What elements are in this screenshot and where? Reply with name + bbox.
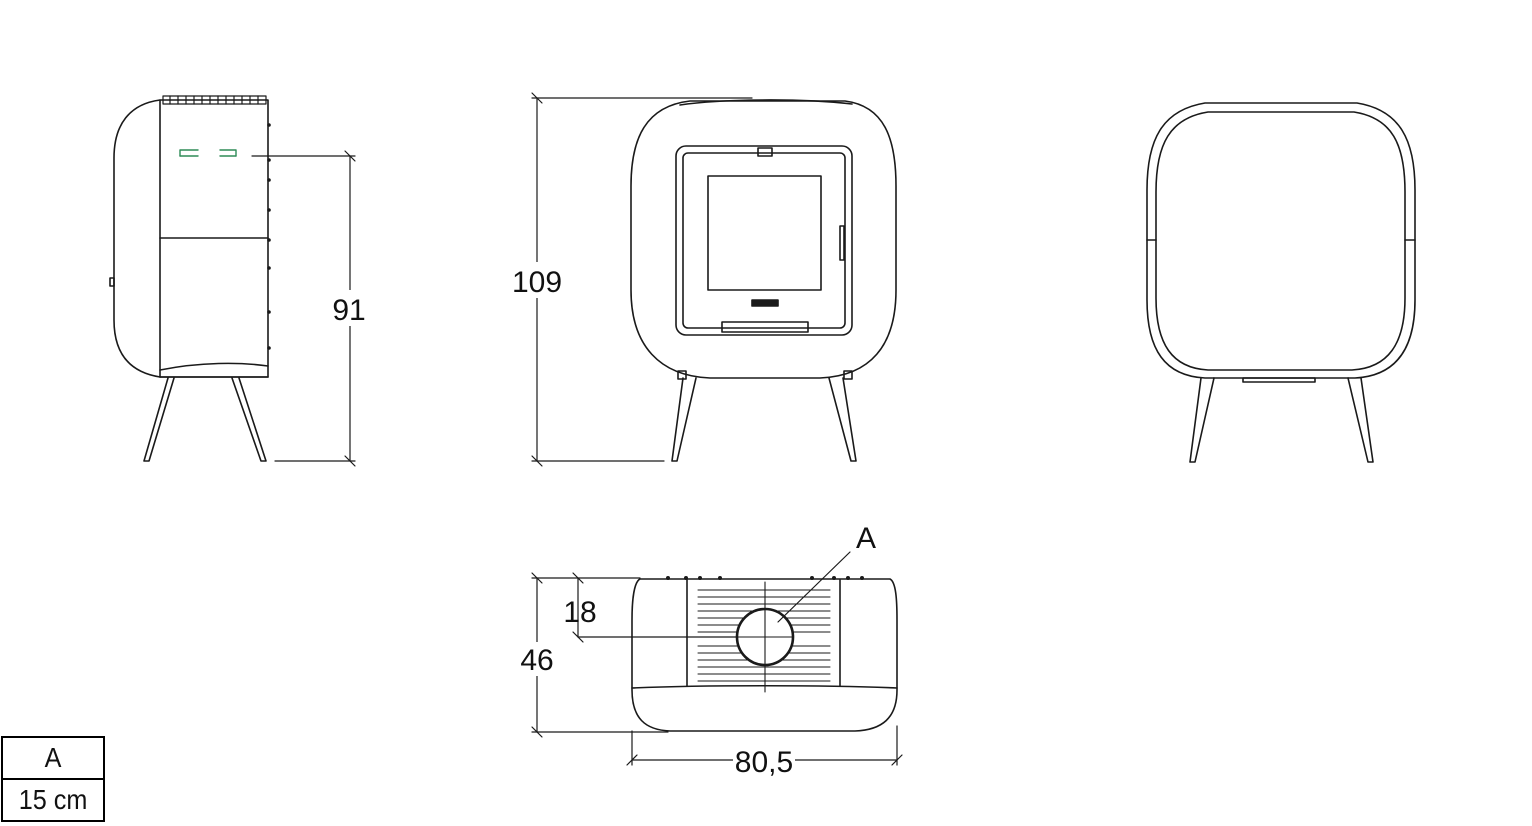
top-grille-slots <box>697 589 831 682</box>
front-door-handle <box>839 225 845 261</box>
rear-air-inlet <box>1242 377 1316 383</box>
callout-label: A <box>856 522 876 555</box>
front-leg-mount-right <box>843 370 853 380</box>
legend-header-cell: A <box>6 736 100 780</box>
dim-flue-offset <box>572 572 738 643</box>
front-door-frame <box>675 145 853 336</box>
side-flue-mark <box>179 149 237 157</box>
rear-leg-right <box>1347 377 1374 463</box>
side-handle-knob <box>109 277 115 287</box>
front-top-latch <box>757 147 773 157</box>
front-door-inner <box>682 152 846 329</box>
side-body-outline <box>113 99 269 378</box>
rear-inner-outline <box>1155 111 1406 371</box>
side-leg-front <box>143 377 175 462</box>
dim-front-height <box>531 92 753 467</box>
dim-front-height-label: 109 <box>512 266 562 299</box>
side-top-grille <box>162 95 267 105</box>
clearance-legend-table: A 15 cm <box>1 736 105 822</box>
front-leg-right <box>828 377 857 462</box>
dim-top-depth-label: 46 <box>520 644 553 677</box>
top-view <box>531 551 903 766</box>
legend-value-cell: 15 cm <box>6 778 100 822</box>
legend-value-row: 15 cm <box>2 778 104 822</box>
front-glass <box>707 175 822 291</box>
top-rear-fixings <box>666 576 864 580</box>
rear-body-outline <box>1146 102 1416 379</box>
front-leg-mount-left <box>677 370 687 380</box>
front-top-edge <box>679 99 853 106</box>
side-rear-fixings <box>267 123 271 350</box>
top-body-outline <box>631 578 898 732</box>
dim-flue-offset-label: 18 <box>563 596 596 629</box>
legend-header-row: A <box>2 736 104 780</box>
rear-view <box>1146 102 1416 463</box>
front-brand-plate <box>751 299 779 307</box>
front-view <box>531 92 897 467</box>
callout-leader <box>777 551 851 623</box>
front-ash-lip <box>721 321 809 333</box>
dim-side-height-label: 91 <box>332 294 365 327</box>
side-leg-rear <box>231 377 267 462</box>
rear-leg-left <box>1189 377 1215 463</box>
dim-top-width-label: 80,5 <box>735 746 793 779</box>
side-view <box>109 95 356 467</box>
front-body-outline <box>630 100 897 379</box>
side-bottom-curve <box>159 362 269 371</box>
front-leg-left <box>671 377 697 462</box>
